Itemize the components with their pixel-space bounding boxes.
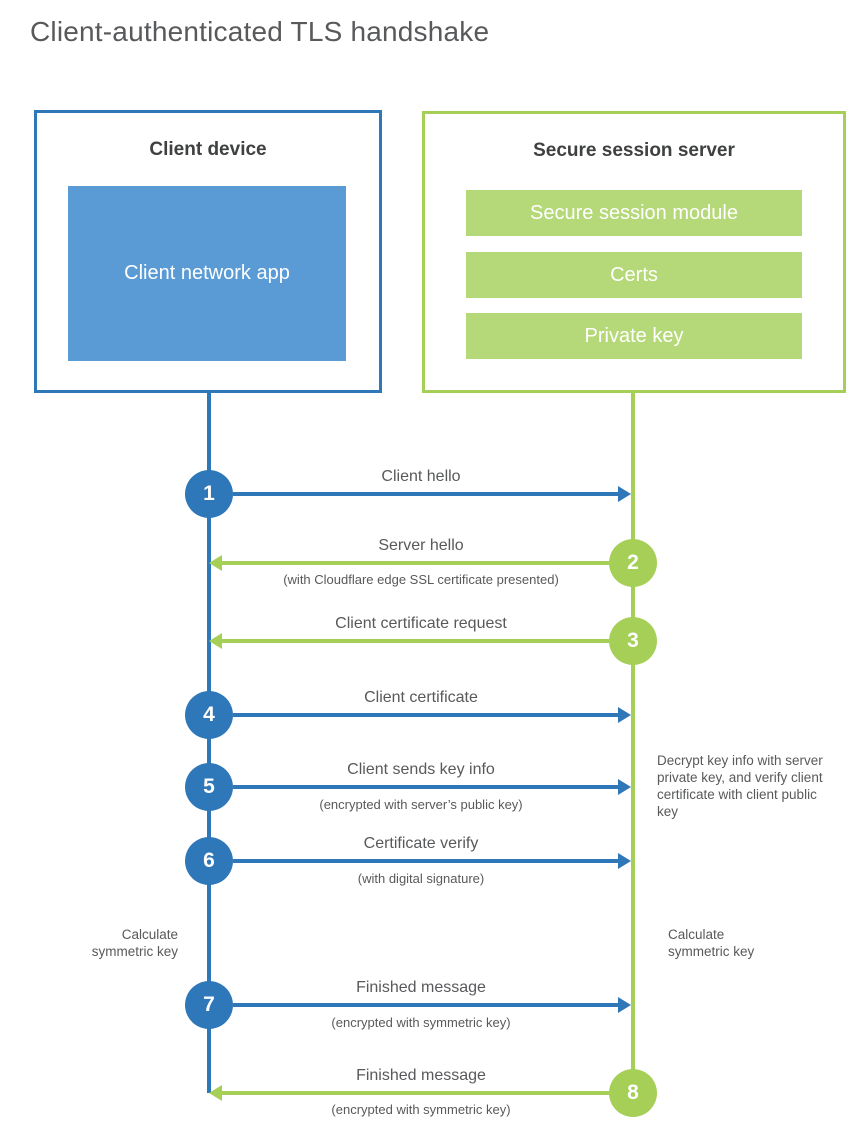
server-module-secure-session: Secure session module	[466, 190, 802, 236]
step-8-arrow-left-icon	[209, 1085, 609, 1101]
step-1-arrow-right-icon	[233, 486, 631, 502]
step-5-label: Client sends key info	[347, 761, 495, 778]
client-network-app-label: Client network app	[124, 262, 290, 284]
step-6-sublabel: (with digital signature)	[357, 871, 485, 886]
step-6-label: Certificate verify	[363, 835, 479, 852]
step-4-label: Client certificate	[364, 689, 478, 706]
step-8-badge: 8	[609, 1069, 657, 1117]
step-8-label: Finished message	[356, 1067, 486, 1084]
step-2-sublabel: (with Cloudflare edge SSL certificate pr…	[283, 572, 559, 587]
server-module-certs: Certs	[466, 252, 802, 298]
step-5-badge: 5	[185, 763, 233, 811]
step-4-arrow-right-icon	[233, 707, 631, 723]
step-7-label: Finished message	[356, 979, 486, 996]
secure-session-server-title: Secure session server	[533, 140, 735, 161]
calculate-symmetric-key-note-client: Calculate symmetric key	[91, 927, 178, 959]
step-3-label: Client certificate request	[335, 615, 507, 632]
step-4-badge: 4	[185, 691, 233, 739]
step-7-arrow-right-icon	[233, 997, 631, 1013]
step-7-sublabel: (encrypted with symmetric key)	[331, 1015, 511, 1030]
client-network-app-box: Client network app	[68, 186, 346, 361]
client-lifeline	[207, 393, 211, 1093]
step-5-arrow-right-icon	[233, 779, 631, 795]
step-7-badge: 7	[185, 981, 233, 1029]
server-lifeline	[631, 393, 635, 1093]
step-3-badge: 3	[609, 617, 657, 665]
step-1-label: Client hello	[381, 468, 461, 485]
step-1-badge: 1	[185, 470, 233, 518]
step-3-arrow-left-icon	[209, 633, 609, 649]
step-5-sublabel: (encrypted with server’s public key)	[319, 797, 523, 812]
server-module-private-key: Private key	[466, 313, 802, 359]
step-6-badge: 6	[185, 837, 233, 885]
page-title: Client-authenticated TLS handshake	[30, 16, 490, 47]
step-2-label: Server hello	[378, 537, 464, 554]
calculate-symmetric-key-note-server: Calculate symmetric key	[668, 927, 755, 959]
step-6-arrow-right-icon	[233, 853, 631, 869]
step-8-sublabel: (encrypted with symmetric key)	[331, 1102, 511, 1117]
client-device-title: Client device	[149, 139, 267, 160]
step-2-arrow-left-icon	[209, 555, 609, 571]
decrypt-key-note: Decrypt key info with server private key…	[657, 753, 823, 819]
step-2-badge: 2	[609, 539, 657, 587]
